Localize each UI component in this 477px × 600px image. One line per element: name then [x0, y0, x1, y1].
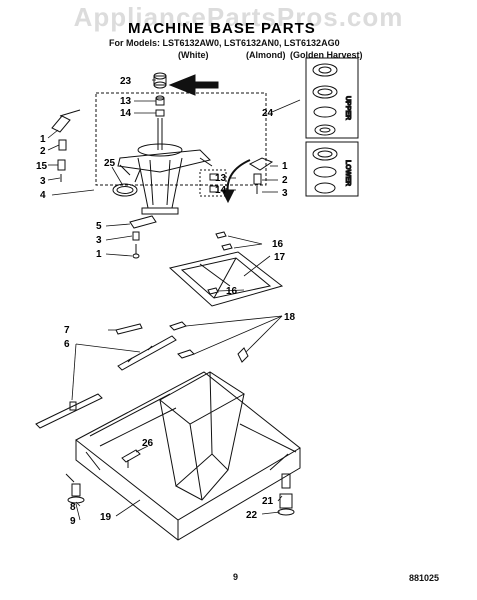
callout-17: 17 [274, 252, 286, 263]
callout-3-left: 3 [40, 176, 46, 187]
color-white: (White) [178, 50, 209, 60]
drive-shaft-assembly-drawing [117, 118, 213, 215]
part-23-cap-drawing [153, 72, 167, 89]
part-13-bushing-drawing [155, 95, 165, 106]
callout-21: 21 [262, 496, 274, 507]
models-line: For Models: LST6132AW0, LST6132AN0, LST6… [109, 38, 340, 48]
callout-3-lower: 3 [96, 235, 102, 246]
lower-left-bracket-parts-drawing [129, 215, 157, 259]
callout-5: 5 [96, 221, 102, 232]
callout-14-inset: 14 [215, 185, 227, 196]
callout-1-left: 1 [40, 134, 46, 145]
callout-24: 24 [262, 108, 274, 119]
callout-13-inset: 13 [215, 173, 227, 184]
callout-2-left: 2 [40, 146, 46, 157]
color-almond: (Almond) [246, 50, 286, 60]
part-8-9-leveling-leg-drawing [65, 473, 85, 504]
callout-14: 14 [120, 108, 132, 119]
callout-16-top: 16 [272, 239, 284, 250]
leader-lines [47, 79, 301, 521]
callout-1-lower: 1 [96, 249, 102, 260]
callout-8: 8 [70, 502, 76, 513]
callout-18: 18 [284, 312, 296, 323]
part-16-pads-drawing [207, 231, 233, 295]
part-24-lower-seal-kit-drawing [305, 141, 359, 197]
callout-22: 22 [246, 510, 258, 521]
callout-2-right: 2 [282, 175, 288, 186]
drive-housing-outline [95, 92, 267, 186]
callout-19: 19 [100, 512, 112, 523]
part-18-pads-drawing [169, 321, 249, 363]
callout-16-lower: 16 [226, 286, 238, 297]
part-17-support-frame-drawing [168, 251, 284, 307]
callout-1-right: 1 [282, 161, 288, 172]
lower-kit-label: LOWER [344, 160, 351, 186]
page-number: 9 [233, 572, 239, 582]
right-clip-parts-drawing [248, 157, 274, 194]
part-26-clip-drawing [121, 449, 141, 468]
callout-15: 15 [36, 161, 48, 172]
direction-arrow-icon [168, 74, 219, 96]
callout-26: 26 [142, 438, 154, 449]
watermark: AppliancePartsPros.com [73, 2, 404, 32]
part-7-pin-drawing [115, 323, 143, 335]
callout-6: 6 [64, 339, 70, 350]
detail-inset-13-14-drawing [199, 169, 227, 197]
part-6-brackets-drawing [35, 335, 177, 429]
callout-3-right: 3 [282, 188, 288, 199]
part-25-ring-drawing [112, 183, 138, 197]
callout-4: 4 [40, 190, 46, 201]
callout-9: 9 [70, 516, 76, 527]
callout-25: 25 [104, 158, 116, 169]
callout-7: 7 [64, 325, 70, 336]
callout-labels: 23 13 14 24 1 2 15 3 4 25 1 13 2 14 3 5 … [36, 76, 296, 527]
part-code: 881025 [409, 573, 440, 583]
part-24-upper-seal-kit-drawing [305, 57, 359, 139]
upper-kit-label: UPPER [344, 96, 351, 120]
page-title: MACHINE BASE PARTS [128, 20, 316, 37]
callout-13: 13 [120, 96, 132, 107]
part-14-washer-drawing [155, 109, 165, 117]
callout-23: 23 [120, 76, 132, 87]
machine-base-frame-drawing [75, 371, 301, 541]
color-golden-harvest: (Golden Harvest) [290, 50, 363, 60]
part-21-22-rear-leg-drawing [277, 473, 295, 516]
